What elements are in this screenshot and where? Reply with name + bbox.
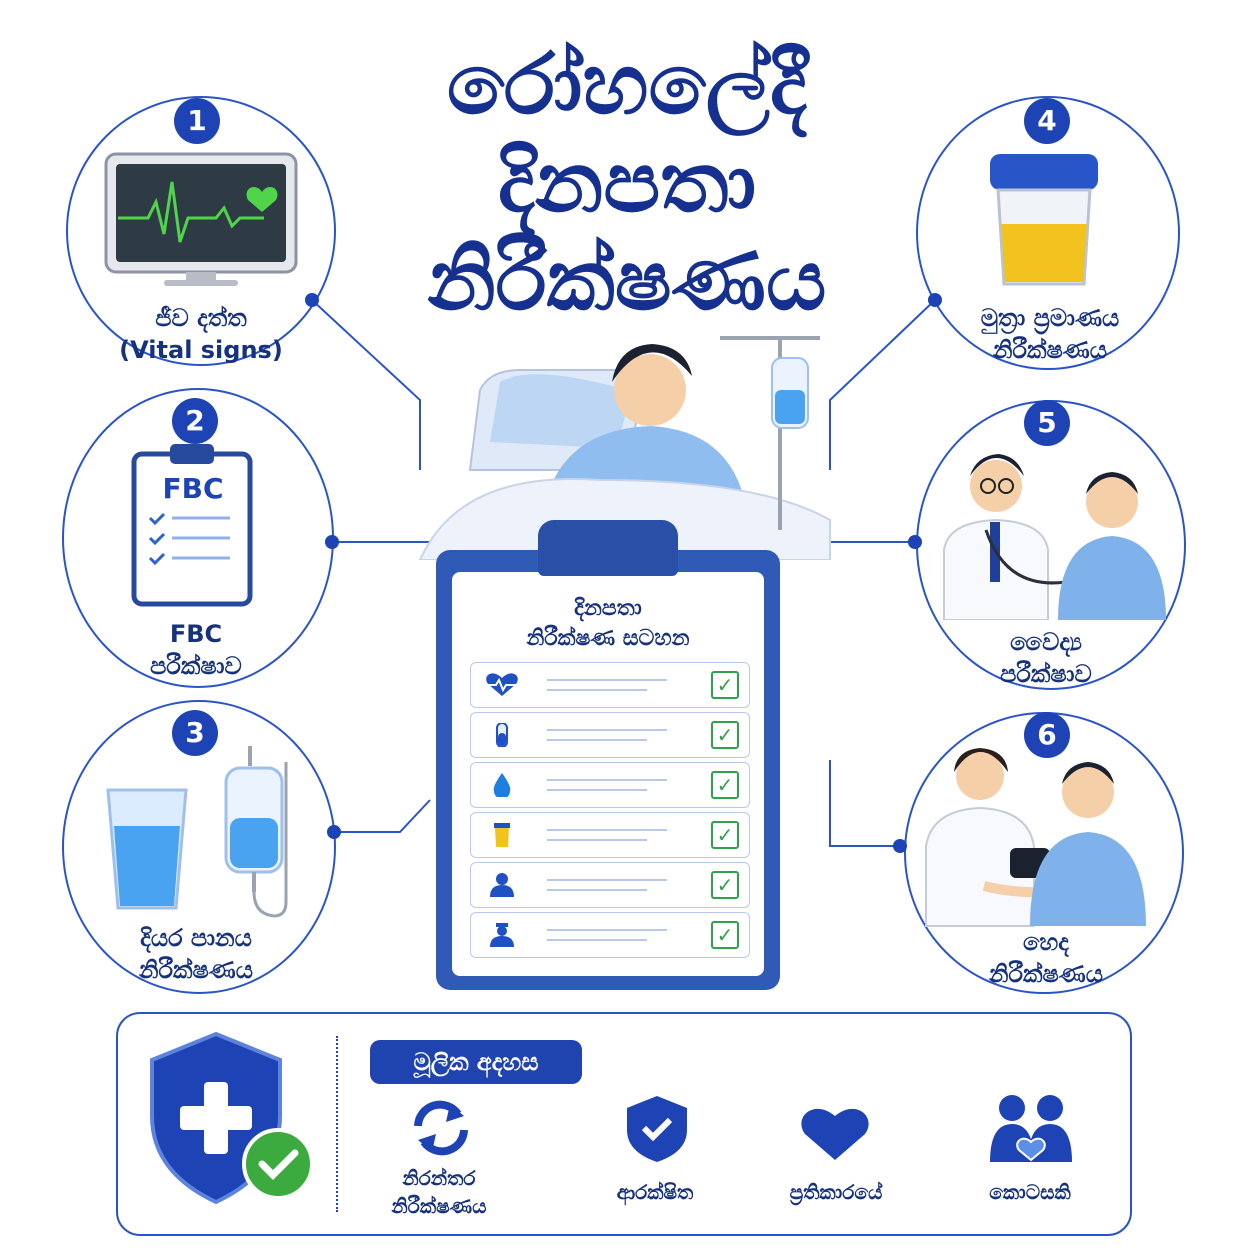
row-checkbox[interactable]: ✓ [711,771,739,799]
patient-bed-illustration [418,336,831,560]
row-line [547,829,667,831]
row-checkbox[interactable]: ✓ [711,721,739,749]
feature-1-sublabel: නිරීක්ෂණය [391,1194,487,1218]
heart-monitor-icon [104,152,298,286]
feature-2-label: ආරක්ෂිත [616,1180,694,1204]
item-5-dot [908,535,922,549]
item-2-sublabel: පරීක්ෂාව [150,652,242,680]
bottom-divider [336,1036,338,1212]
shield-plus-icon [150,1031,314,1205]
item-1-label: ජීව දත්ත [155,304,247,332]
family-icon [990,1095,1072,1162]
heart-icon [801,1108,869,1160]
row-line [547,939,647,941]
item-6-label: හෙද [1023,928,1069,956]
item-3-badge: 3 [172,710,218,756]
nurse-icon [490,923,514,947]
item-3-sublabel: නිරීක්ෂණය [139,956,253,984]
refresh-icon [414,1100,468,1156]
item-2-label: FBC [169,620,223,648]
chart-title-1: දිනපතා [574,596,642,621]
chart-title-2: නිරීක්ෂණ සටහන [526,626,690,651]
item-1-badge: 1 [174,98,220,144]
row-checkbox[interactable]: ✓ [711,671,739,699]
row-checkbox[interactable]: ✓ [711,921,739,949]
row-line [547,689,647,691]
clipboard-icon [131,444,253,607]
chart-row: ✓ [470,912,750,958]
item-3-circle [62,700,336,994]
title-line-1: රෝහලේදී [446,35,808,133]
row-line [547,889,647,891]
row-line [547,739,647,741]
row-line [547,929,667,931]
item-1-dot [305,293,319,307]
row-line [547,779,667,781]
doctor-icon [943,454,1166,620]
item-2-badge: 2 [172,398,218,444]
chart-row: ✓ [470,762,750,808]
row-line [547,679,667,681]
item-4-sublabel: නිරීක්ෂණය [993,336,1107,364]
item-4-badge: 4 [1024,98,1070,144]
water-iv-icon [106,746,288,918]
item-3-dot [327,825,341,839]
nurse-icon [925,748,1146,927]
item-6-sublabel: නිරීක්ෂණය [989,960,1103,988]
item-4-label: මුත්‍රා ප්‍රමාණය [980,304,1120,332]
row-line [547,839,647,841]
item-5-label: වෛද්‍ය [1010,628,1082,656]
clipboard-fbc-text: FBC [162,472,224,505]
feature-4-label: කොටසකි [989,1180,1071,1204]
item-5-sublabel: පරීක්ෂාව [1000,660,1092,688]
water-drop-icon [493,773,511,797]
shield-check-icon [627,1096,687,1162]
key-ideas-tag: මූලික අදහස [370,1040,582,1084]
chart-row: ✓ [470,662,750,708]
item-1-sublabel: (Vital signs) [119,336,283,364]
title-line-3: නිරීක්ෂණය [427,231,827,329]
feature-3-label: ප්‍රතිකාරයේ [789,1180,883,1204]
row-checkbox[interactable]: ✓ [711,821,739,849]
title-line-2: දිනපතා [497,133,757,231]
row-line [547,789,647,791]
item-6-badge: 6 [1024,712,1070,758]
row-line [547,729,667,731]
key-ideas-box [116,1012,1132,1236]
feature-1-label: නිරන්තර [402,1166,476,1190]
item-3-label: දියර පානය [140,924,252,952]
chart-clip [538,520,678,576]
chart-row: ✓ [470,812,750,858]
doctor-icon [490,873,514,897]
item-2-dot [325,535,339,549]
row-checkbox[interactable]: ✓ [711,871,739,899]
item-6-dot [893,839,907,853]
urine-cup-icon [990,154,1098,286]
item-4-dot [928,293,942,307]
chart-row: ✓ [470,862,750,908]
urine-cup-icon [494,823,510,847]
item-5-badge: 5 [1024,400,1070,446]
test-tube-icon [496,723,508,747]
heart-pulse-icon [486,673,518,696]
chart-row: ✓ [470,712,750,758]
row-line [547,879,667,881]
